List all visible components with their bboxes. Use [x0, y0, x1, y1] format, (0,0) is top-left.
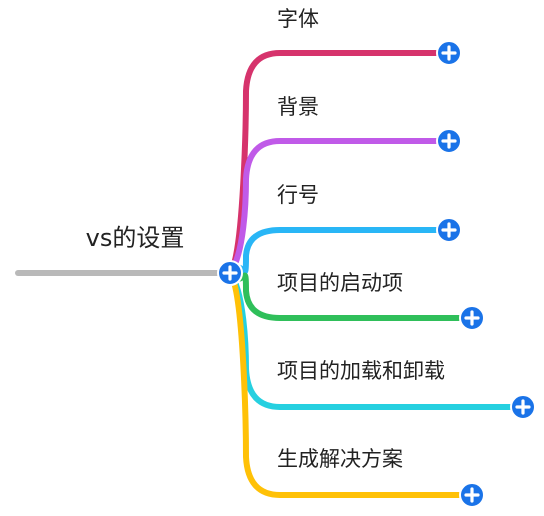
expand-toggles	[436, 40, 536, 508]
branch-line-font	[227, 50, 452, 276]
expand-button-line-numbers[interactable]	[436, 217, 462, 243]
branch-label-build-solution: 生成解决方案	[277, 447, 403, 471]
expand-button-font[interactable]	[436, 40, 462, 66]
plus-sign	[441, 133, 457, 149]
root-topic-label: vs的设置	[85, 224, 185, 252]
plus-sign	[464, 310, 480, 326]
branch-line-build-solution	[227, 270, 475, 498]
root-expand-button[interactable]	[217, 260, 243, 286]
expand-button-load-unload[interactable]	[510, 394, 536, 420]
branch-label-load-unload: 项目的加载和卸载	[277, 359, 445, 383]
branch-line-line-numbers	[227, 227, 452, 276]
expand-button-background[interactable]	[436, 128, 462, 154]
expand-button-build-solution[interactable]	[459, 482, 485, 508]
plus-sign	[515, 399, 531, 415]
branch-label-startup-project: 项目的启动项	[277, 271, 403, 295]
branch-label-background: 背景	[277, 95, 319, 119]
branch-label-line-numbers: 行号	[277, 183, 319, 207]
branch-label-font: 字体	[277, 7, 319, 31]
plus-sign	[441, 222, 457, 238]
branch-line-background	[227, 138, 452, 276]
plus-sign	[441, 45, 457, 61]
plus-sign	[222, 265, 238, 281]
plus-sign	[464, 487, 480, 503]
expand-button-startup-project[interactable]	[459, 305, 485, 331]
